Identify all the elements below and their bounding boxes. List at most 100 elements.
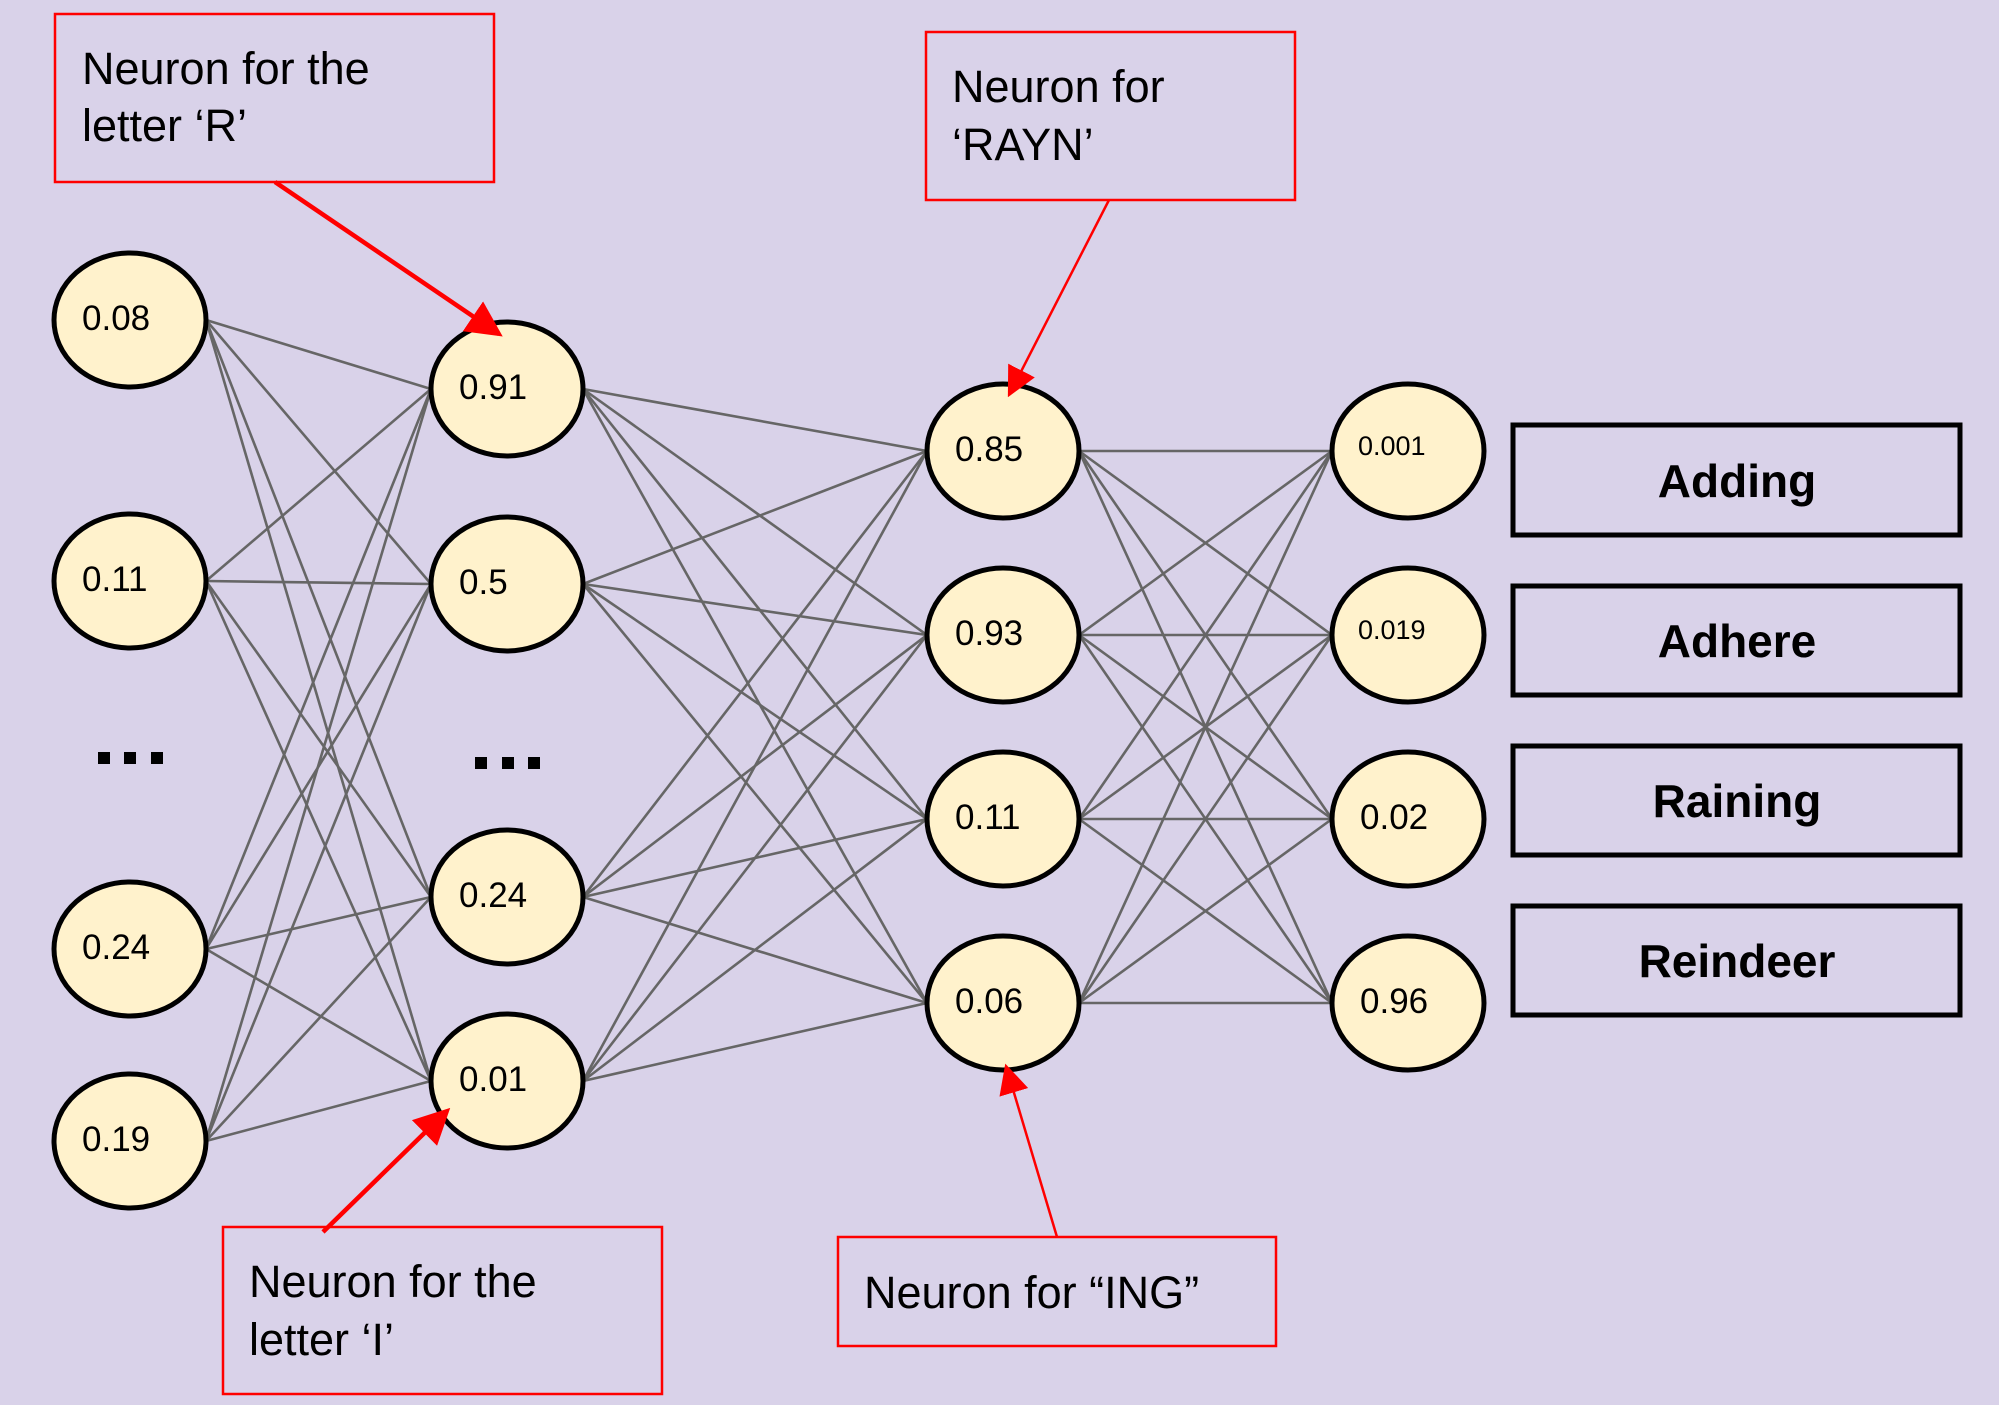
output-label-text: Adhere	[1658, 615, 1816, 667]
neuron-activation-value: 0.85	[955, 430, 1023, 469]
callout-text-line: letter ‘R’	[82, 100, 247, 151]
neuron-circle	[51, 511, 209, 651]
hidden-2-neuron: 0.93	[924, 565, 1082, 705]
callout-text-line: Neuron for the	[82, 43, 370, 94]
connection-edge	[205, 896, 432, 1142]
output-neuron: 0.001	[1329, 381, 1487, 521]
neuron-activation-value: 0.91	[459, 368, 527, 407]
connection-edge	[205, 388, 432, 582]
neuron-activation-value: 0.08	[82, 299, 150, 338]
input-neuron: 0.24	[51, 879, 209, 1019]
callout-letter-i: Neuron for the letter ‘I’	[221, 1107, 664, 1396]
connection-edge	[205, 895, 432, 951]
callout-arrow	[999, 1063, 1059, 1238]
connection-edge	[581, 583, 929, 1004]
output-neuron: 0.96	[1329, 933, 1487, 1073]
neuron-activation-value: 0.01	[459, 1060, 527, 1099]
output-label-text: Adding	[1658, 455, 1816, 507]
callout-arrow	[321, 1107, 451, 1234]
connection-edge	[204, 319, 433, 898]
callout-rayn: Neuron for ‘RAYN’	[924, 30, 1297, 398]
input-neuron: 0.19	[51, 1071, 209, 1211]
hidden-1-neuron: 0.01	[428, 1011, 586, 1151]
callout-text-line: ‘RAYN’	[952, 119, 1094, 170]
connection-edge	[582, 1001, 928, 1083]
connection-edge	[581, 450, 929, 1082]
neuron-circle	[428, 1011, 586, 1151]
connection-edge	[204, 388, 433, 1142]
neuron-activation-value: 0.06	[955, 982, 1023, 1021]
output-label-reindeer: Reindeer	[1510, 903, 1963, 1018]
neuron-circle	[428, 319, 586, 459]
connection-edge	[581, 388, 929, 820]
connection-edge	[205, 579, 432, 586]
neuron-activation-value: 0.5	[459, 563, 508, 602]
connection-edge	[1078, 449, 1333, 637]
neuron-circle	[51, 250, 209, 390]
neuron-circle	[1329, 565, 1487, 705]
input-neuron: 0.08	[51, 250, 209, 390]
connection-edge	[582, 817, 928, 1083]
neuron-circle	[51, 879, 209, 1019]
connection-edge	[204, 580, 433, 1082]
neuron-circle	[51, 1071, 209, 1211]
neuron-activation-value: 0.93	[955, 614, 1023, 653]
neuron-activation-value: 0.11	[955, 798, 1021, 837]
connection-edge	[1077, 634, 1334, 1004]
connections	[204, 318, 1334, 1143]
neuron-activation-value: 0.24	[459, 876, 527, 915]
connection-edge	[204, 583, 433, 1142]
callout-text-line: Neuron for the	[249, 1256, 537, 1307]
input-layer-ellipsis	[98, 752, 163, 764]
connection-edge	[1077, 450, 1334, 1004]
connection-edge	[581, 634, 929, 1082]
neuron-activation-value: 0.019	[1358, 615, 1426, 645]
neuron-circle	[924, 749, 1082, 889]
neuron-activation-value: 0.19	[82, 1120, 150, 1159]
connection-edge	[581, 388, 929, 1004]
connection-edge	[1078, 817, 1333, 1005]
output-label-adding: Adding	[1510, 422, 1963, 538]
connection-edge	[582, 449, 928, 586]
connection-edge	[205, 319, 432, 585]
neurons: 0.08 0.11 0.24 0.19 0.91 0.5 0.24 0.01 0.85 0.93 0…	[51, 250, 1487, 1211]
neuron-activation-value: 0.11	[82, 560, 148, 599]
hidden-2-neuron: 0.06	[924, 933, 1082, 1073]
output-label-text: Raining	[1653, 775, 1822, 827]
neuron-activation-value: 0.24	[82, 928, 150, 967]
connection-edge	[204, 319, 433, 1082]
neuron-circle	[1329, 381, 1487, 521]
neuron-circle	[924, 381, 1082, 521]
neuron-activation-value: 0.02	[1360, 798, 1428, 837]
connection-edge	[582, 582, 928, 637]
connection-edge	[1077, 450, 1334, 820]
hidden-2-neuron: 0.11	[924, 749, 1082, 889]
output-label-adhere: Adhere	[1510, 583, 1963, 698]
callout-arrow	[1007, 199, 1111, 398]
callout-text-line: letter ‘I’	[249, 1314, 394, 1365]
connection-edge	[205, 1079, 432, 1143]
callout-ing: Neuron for “ING”	[836, 1063, 1278, 1348]
neuron-circle	[428, 514, 586, 654]
output-neuron: 0.019	[1329, 565, 1487, 705]
hidden-1-neuron: 0.5	[428, 514, 586, 654]
connection-edge	[204, 580, 433, 898]
neuron-circle	[428, 827, 586, 967]
connection-edge	[205, 947, 432, 1083]
callout-text-line: Neuron for “ING”	[864, 1267, 1199, 1318]
connection-edge	[582, 387, 928, 637]
callout-arrow	[273, 180, 503, 337]
hidden-1-neuron: 0.91	[428, 319, 586, 459]
neuron-activation-value: 0.96	[1360, 982, 1428, 1021]
hidden-layer-ellipsis	[475, 757, 540, 769]
hidden-2-neuron: 0.85	[924, 381, 1082, 521]
connection-edge	[205, 318, 432, 391]
neuron-activation-value: 0.001	[1358, 431, 1426, 461]
neuron-circle	[1329, 933, 1487, 1073]
hidden-1-neuron: 0.24	[428, 827, 586, 967]
output-label-raining: Raining	[1510, 743, 1963, 858]
neuron-circle	[1329, 749, 1487, 889]
input-neuron: 0.11	[51, 511, 209, 651]
callout-letter-r: Neuron for the letter ‘R’	[53, 12, 503, 337]
